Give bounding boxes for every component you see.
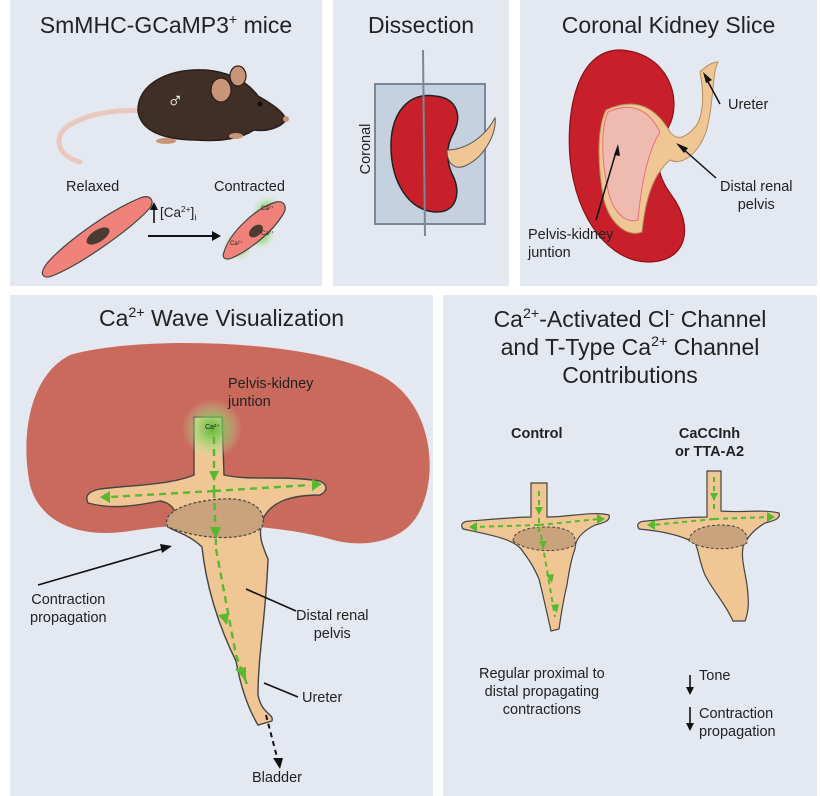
panel-dissection-title: Dissection <box>367 12 475 38</box>
mouse-eye <box>257 101 263 107</box>
control-label: Control <box>511 426 563 442</box>
contracted-nucleus <box>249 224 263 238</box>
panel-channels: Ca2+-Activated Cl- Channel and T-Type Ca… <box>443 295 817 796</box>
wave-spot-ca: Ca²⁺ <box>205 424 220 431</box>
cell-ca-label-1: Ca²⁺ <box>261 206 274 212</box>
coronal-plane-edge <box>422 49 426 237</box>
cell-ca-label-3: Ca²⁺ <box>230 241 243 247</box>
panel-mice-title: SmMHC-GCaMP3+ mice <box>39 12 293 38</box>
wave-arrows <box>109 437 311 688</box>
tone-label: Tone <box>699 668 731 684</box>
relaxed-nucleus <box>86 227 110 245</box>
mouse-ear-front <box>210 77 232 103</box>
dissection-illustration <box>374 49 496 237</box>
mouse-tail <box>56 108 161 165</box>
panel-dissection: Dissection Coronal <box>333 0 509 286</box>
mice-illustration <box>41 65 289 278</box>
relaxed-label: Relaxed <box>66 179 120 195</box>
slice-illustration <box>568 49 721 263</box>
mouse-ear-back <box>229 65 247 87</box>
wave-illustration <box>26 343 430 769</box>
control-pelvis <box>461 482 610 632</box>
panel-slice-title: Coronal Kidney Slice <box>561 12 776 38</box>
panel-slice: Coronal Kidney Slice Ureter Distal renal… <box>520 0 817 286</box>
mouse-symbol: ♂ <box>167 88 184 113</box>
panel-wave: Ca2+ Wave Visualization <box>10 295 433 796</box>
panel-channels-title: Ca2+-Activated Cl- Channel and T-Type Ca… <box>493 306 767 388</box>
contracted-label: Contracted <box>214 179 285 195</box>
wave-pelvis <box>86 416 327 726</box>
mouse-body <box>137 69 287 142</box>
wave-glow <box>182 399 242 459</box>
slice-ureter-label: Ureter <box>728 97 769 113</box>
wave-bladder-label: Bladder <box>252 770 302 786</box>
channels-illustration <box>461 470 780 731</box>
mouse-nose <box>283 116 289 122</box>
dissection-ureter <box>446 116 496 168</box>
wave-ureter-label: Ureter <box>302 690 343 706</box>
panel-mice: SmMHC-GCaMP3+ mice <box>10 0 322 286</box>
slice-pelvis-highlight <box>602 106 661 222</box>
panel-wave-title: Ca2+ Wave Visualization <box>98 305 345 331</box>
ca-concentration-label: [Ca2+]i <box>160 203 197 223</box>
coronal-label: Coronal <box>358 123 374 175</box>
cell-ca-label-2: Ca²⁺ <box>261 231 274 237</box>
